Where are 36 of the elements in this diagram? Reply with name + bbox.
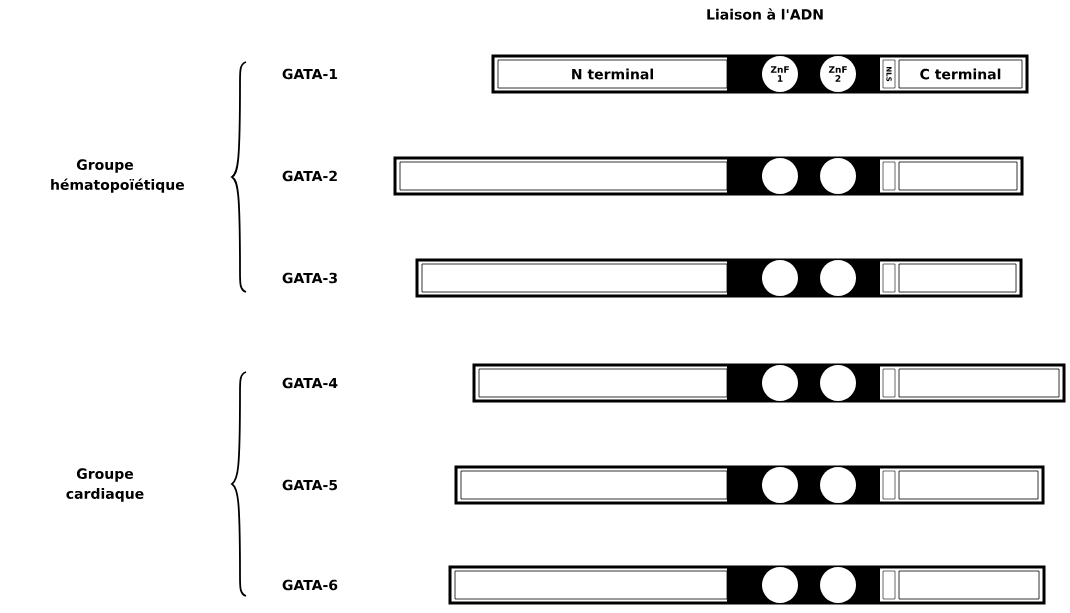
protein-name: GATA-5 <box>282 479 338 491</box>
zinc-finger-circle <box>820 365 856 401</box>
protein-name: GATA-3 <box>282 272 337 284</box>
domain-box <box>898 368 1060 398</box>
zinc-finger-circle <box>820 567 856 603</box>
zinc-finger-circle <box>762 158 798 194</box>
domain-box <box>898 263 1017 293</box>
domain-box <box>478 368 728 398</box>
zinc-finger-circle <box>762 567 798 603</box>
domain-box: C terminal <box>898 59 1023 89</box>
domain-box <box>454 570 728 600</box>
nls-box <box>882 368 896 398</box>
zinc-finger-circle <box>820 260 856 296</box>
group-name: Groupe cardiaque <box>66 468 144 502</box>
protein-name: GATA-6 <box>282 579 338 591</box>
zinc-finger-circle <box>762 260 798 296</box>
label-heading: Liaison à l'ADN <box>707 8 823 20</box>
nls-box <box>882 263 896 293</box>
nls-box <box>882 570 896 600</box>
protein-name: GATA-4 <box>282 377 338 389</box>
domain-box <box>460 470 728 500</box>
domain-box: N terminal <box>497 59 728 89</box>
nls-box <box>882 161 896 191</box>
domain-box <box>898 161 1018 191</box>
zinc-finger-circle <box>762 365 798 401</box>
domain-box <box>399 161 728 191</box>
group-name: Groupe hématopoïétique <box>51 159 185 193</box>
zinc-finger-circle <box>820 467 856 503</box>
zinc-finger-circle <box>820 158 856 194</box>
domain-box <box>898 570 1040 600</box>
domain-box <box>421 263 728 293</box>
protein-name: GATA-1 <box>282 68 338 80</box>
nls-box <box>882 470 896 500</box>
zinc-finger-circle <box>762 467 798 503</box>
domain-box <box>898 470 1039 500</box>
protein-name: GATA-2 <box>282 170 337 182</box>
